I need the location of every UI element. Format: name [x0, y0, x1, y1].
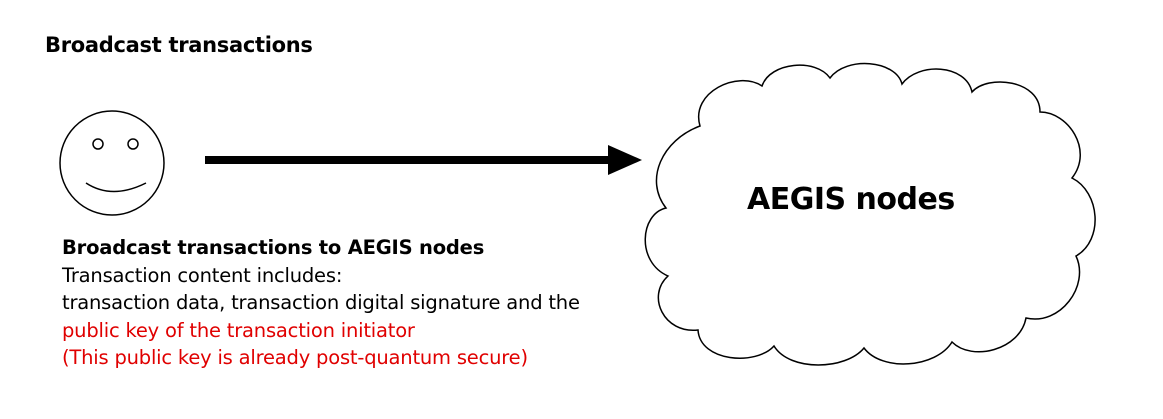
diagram-title: Broadcast transactions [45, 33, 313, 57]
description-line-public-key: public key of the transaction initiator [62, 318, 415, 342]
description-line-content-includes: Transaction content includes: [62, 263, 343, 287]
cloud-icon [644, 62, 1096, 366]
smiley-face-icon [59, 110, 165, 216]
description-heading: Broadcast transactions to AEGIS nodes [62, 236, 485, 259]
transaction-description: Broadcast transactions to AEGIS nodes Tr… [62, 234, 580, 372]
cloud-label: AEGIS nodes [747, 182, 955, 217]
arrow-right-icon [205, 145, 642, 175]
description-line-transaction-data: transaction data, transaction digital si… [62, 291, 580, 314]
description-line-post-quantum-note: (This public key is already post-quantum… [62, 346, 528, 369]
